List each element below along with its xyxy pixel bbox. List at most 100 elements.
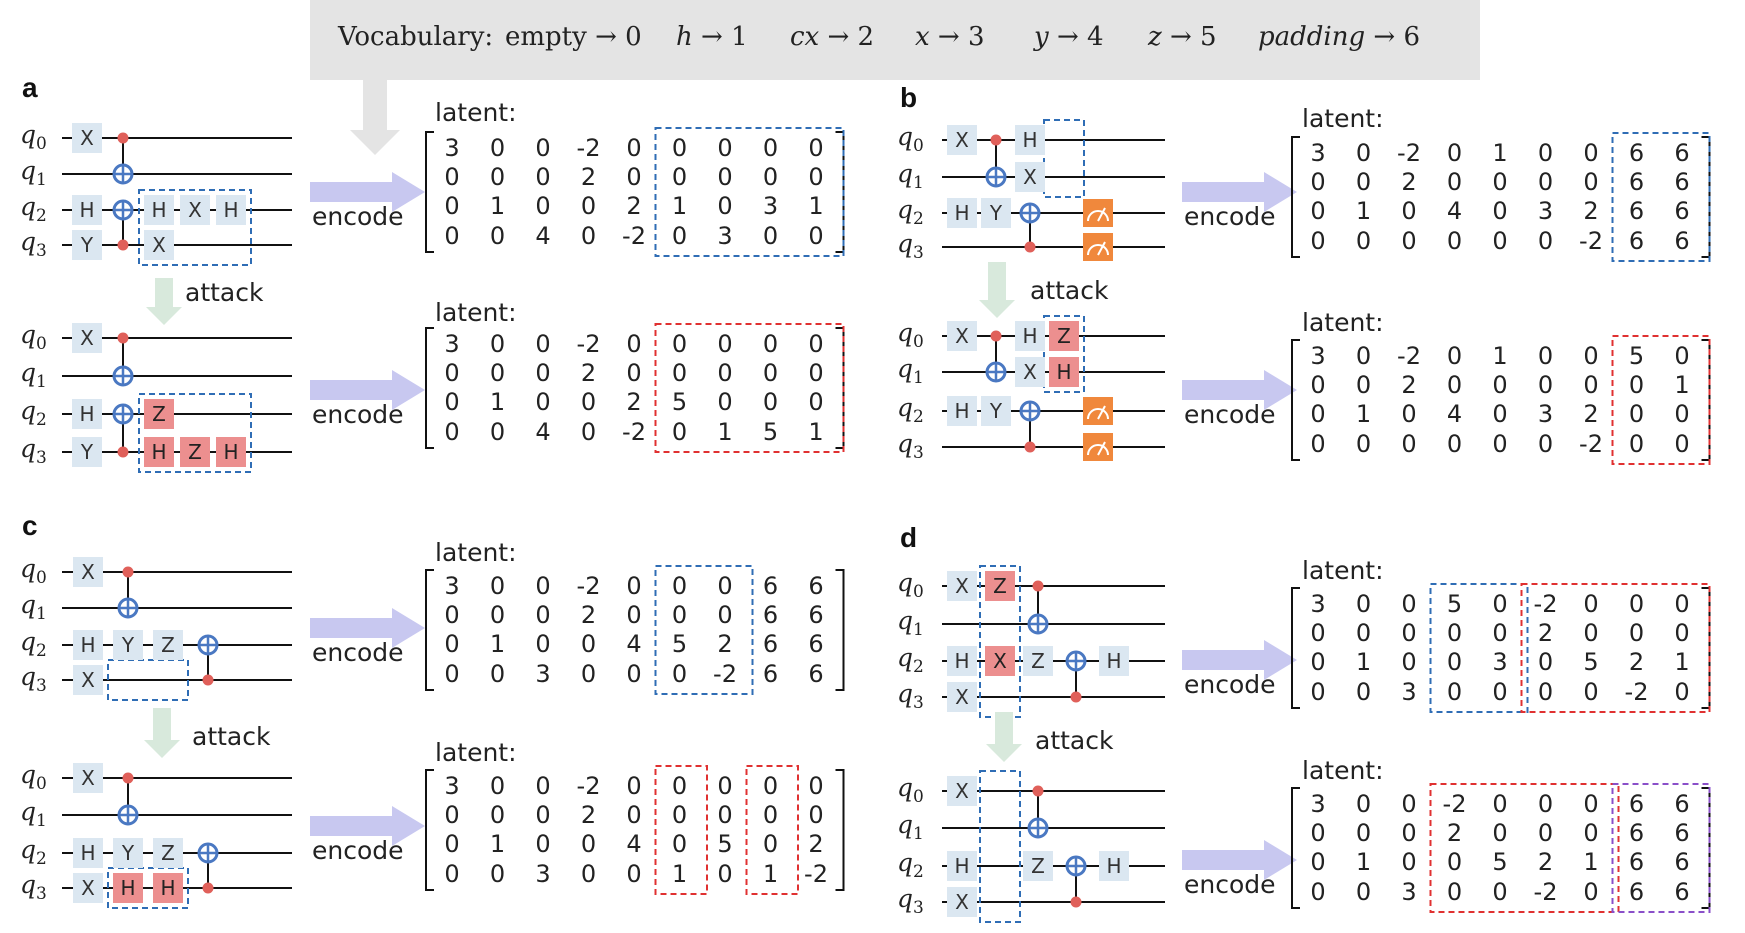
gate-z: Z	[1023, 646, 1053, 676]
qubit-label-b1-1: q1	[897, 354, 924, 388]
matrix-cell: 3	[1310, 342, 1326, 370]
matrix-cell: 0	[535, 601, 551, 629]
matrix-cell: 0	[717, 860, 733, 888]
vocabulary-item-y: y → 4	[1034, 22, 1104, 52]
matrix-cell: 0	[1310, 878, 1326, 906]
qubit-label-b1-0: q0	[897, 318, 924, 352]
matrix-cell: 0	[1446, 168, 1463, 196]
matrix-cell: 0	[671, 163, 688, 191]
matrix-cell: 6	[1674, 197, 1690, 225]
matrix-cell: 0	[580, 630, 597, 658]
matrix-cell: 3	[762, 192, 779, 220]
gate-x: X	[72, 123, 102, 153]
matrix-cell: 0	[808, 801, 824, 829]
qubit-label-c1-1: q1	[20, 797, 47, 831]
matrix-cell: 0	[1401, 430, 1417, 458]
panel-label-b: b	[900, 82, 918, 113]
attack-arrow	[146, 278, 182, 325]
matrix-cell: 5	[1583, 648, 1599, 676]
attack-region-box	[138, 189, 252, 266]
matrix-cell: 0	[671, 601, 688, 629]
gate-y: Y	[72, 437, 102, 467]
matrix-cell: 0	[1628, 371, 1645, 399]
matrix-cell: 0	[626, 801, 642, 829]
matrix-cell: 3	[717, 222, 733, 250]
matrix-cell: 2	[1401, 168, 1417, 196]
attack-gate-z: Z	[180, 437, 210, 467]
matrix-cell: 0	[717, 801, 733, 829]
encode-label: encode	[1184, 870, 1276, 899]
matrix-cell: 0	[535, 359, 551, 387]
matrix-cell: 6	[1628, 848, 1645, 876]
gate-x: X	[947, 682, 977, 712]
latent-label: latent:	[435, 98, 517, 127]
gate-x: X	[947, 125, 977, 155]
matrix-cell: 5	[762, 418, 779, 446]
matrix-cell: -2	[1397, 342, 1421, 370]
encode-label: encode	[312, 202, 404, 231]
gate-y: Y	[113, 630, 143, 660]
matrix-cell: 0	[1401, 819, 1417, 847]
matrix-cell: 0	[1401, 590, 1417, 618]
matrix-cell: 0	[444, 388, 460, 416]
qubit-label-b0-1: q1	[897, 159, 924, 193]
matrix-bracket-left	[425, 769, 434, 891]
matrix-cell: 0	[626, 163, 642, 191]
matrix-cell: 0	[1401, 648, 1417, 676]
attack-gate-z: Z	[1049, 321, 1079, 351]
matrix-cell: 1	[717, 418, 733, 446]
encode-label: encode	[312, 400, 404, 429]
matrix-cell: 1	[1355, 197, 1372, 225]
matrix-cell: 0	[1401, 619, 1417, 647]
matrix-highlight-box	[745, 765, 799, 895]
matrix-cell: 5	[1446, 590, 1463, 618]
matrix-cell: 0	[1674, 619, 1690, 647]
matrix-cell: 0	[1401, 197, 1417, 225]
matrix-cell: 0	[671, 418, 688, 446]
matrix-cell: 0	[535, 134, 551, 162]
matrix-highlight-box	[1429, 783, 1620, 913]
control-dot	[1024, 241, 1036, 253]
attack-gate-z: Z	[144, 399, 174, 429]
gate-h: H	[73, 630, 103, 660]
matrix-cell: 0	[1537, 227, 1554, 255]
matrix-cell: 0	[1355, 590, 1372, 618]
measurement-icon	[1083, 433, 1113, 461]
measurement-icon	[1083, 233, 1113, 261]
matrix-bracket-right	[1701, 587, 1711, 709]
qubit-label-a1-0: q0	[20, 320, 47, 354]
matrix-cell: 6	[762, 660, 779, 688]
gate-y: Y	[981, 396, 1011, 426]
matrix-cell: 0	[717, 772, 733, 800]
matrix-cell: 0	[1355, 790, 1372, 818]
matrix-cell: 0	[1355, 227, 1372, 255]
encode-label: encode	[1184, 202, 1276, 231]
matrix-bracket-right	[835, 769, 845, 891]
matrix-cell: 0	[489, 163, 506, 191]
matrix-cell: 0	[1628, 430, 1645, 458]
matrix-cell: 2	[580, 359, 597, 387]
matrix-cell: 4	[626, 630, 642, 658]
encode-arrow	[1182, 370, 1297, 410]
matrix-cell: 0	[489, 134, 506, 162]
latent-label: latent:	[1302, 308, 1384, 337]
matrix-cell: -2	[1533, 878, 1558, 906]
matrix-cell: 3	[1310, 590, 1326, 618]
encode-arrow	[1182, 840, 1297, 880]
matrix-cell: 2	[626, 192, 642, 220]
measurement-icon	[1083, 397, 1113, 425]
gate-x: X	[73, 665, 103, 695]
matrix-cell: 0	[1355, 878, 1372, 906]
control-dot	[990, 330, 1002, 342]
matrix-cell: 0	[489, 222, 506, 250]
matrix-cell: -2	[576, 772, 601, 800]
matrix-cell: 0	[671, 772, 688, 800]
attack-arrow	[144, 708, 180, 758]
encode-label: encode	[312, 638, 404, 667]
matrix-cell: 0	[626, 601, 642, 629]
matrix-cell: 0	[1446, 678, 1463, 706]
attack-gate-h: H	[144, 437, 174, 467]
matrix-cell: 0	[580, 860, 597, 888]
matrix-cell: 3	[1401, 878, 1417, 906]
